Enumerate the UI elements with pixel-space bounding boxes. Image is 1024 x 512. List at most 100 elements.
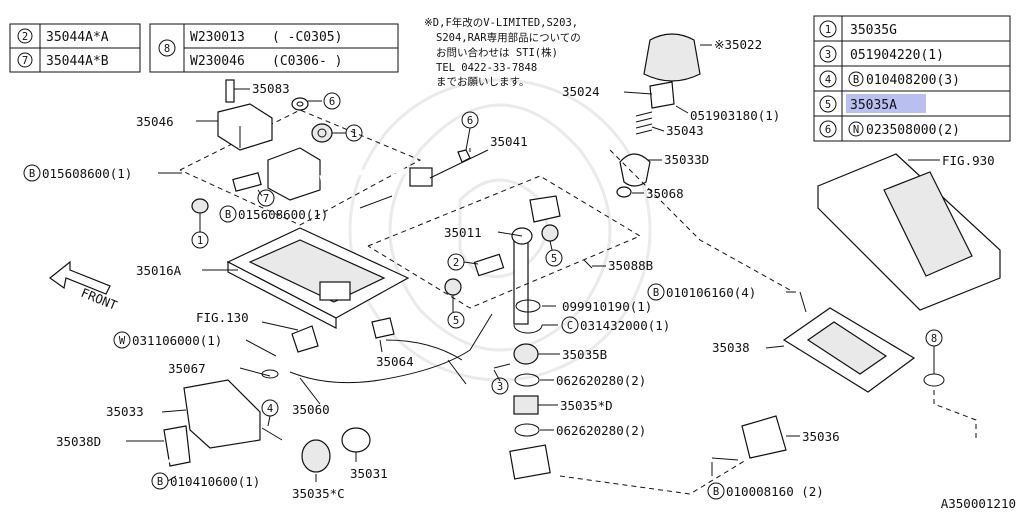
row-key: 5 [825,99,831,111]
row-code: 35035G [850,23,897,38]
circle-prefix-c: C [567,320,573,332]
part-35033D-boot [619,153,651,187]
note-line: お問い合わせは STI(株) [436,46,558,59]
row-range: (C0306- ) [272,54,342,69]
label-callout-1a: 1 [351,128,357,140]
row-code: 35044A*B [46,54,109,69]
table-right-row: 1 35035G [819,20,897,38]
row-key: 2 [22,31,28,43]
dashed-leader-8 [933,390,977,438]
label-35035b: 35035B [562,347,607,362]
part-labels: 35083 35046 6 1 B 015608600(1) 7 B 01560… [23,37,1016,511]
part-35088B-bolt [583,259,593,269]
note-line: ※D,F年改のV-LIMITED,S203, [424,16,578,29]
label-w031106000: 031106000(1) [132,333,222,348]
row-key: 4 [825,74,831,86]
part-washer-6a [291,97,309,111]
circle-prefix-b: B [713,486,719,498]
table-right-row: 5 35035A [819,95,897,113]
part-bolt-B010410600 [103,456,177,492]
label-callout-3: 3 [497,381,503,393]
part-35043-spring [635,111,653,135]
part-bushing-5b [444,278,462,296]
circle-prefix-b: B [157,476,163,488]
label-35024: 35024 [562,84,600,99]
label-35064: 35064 [376,354,414,369]
part-block-35041-housing [267,147,321,201]
label-35016a: 35016A [136,263,182,278]
label-callout-8: 8 [931,333,937,345]
label-35060: 35060 [292,402,330,417]
label-35083: 35083 [252,81,290,96]
table-right: 1 35035G 3 051904220(1) 4 B 010408200(3)… [813,15,1011,142]
diagram-id: A350001210 [941,496,1016,511]
note-line: までお願いします。 [436,76,529,88]
label-35022: ※35022 [714,37,762,52]
label-b010410600: 010410600(1) [170,474,260,489]
label-fig130: FIG.130 [196,310,249,325]
label-callout-1b: 1 [197,235,203,247]
label-35043: 35043 [666,123,704,138]
circle-prefix-b: B [653,287,659,299]
label-b015608600a: 015608600(1) [42,166,132,181]
label-062620280a: 062620280(2) [556,373,646,388]
part-35033-bracket [163,379,261,467]
label-35035c: 35035*C [292,486,345,501]
circle-prefix-b: B [225,209,231,221]
part-35068-clip [616,186,632,198]
label-35031: 35031 [350,466,388,481]
part-nut-6b [457,149,471,163]
label-35046: 35046 [136,114,174,129]
leader-lines [126,44,940,482]
highlight-row [846,94,926,113]
part-fig130-connector [291,325,319,353]
label-fig930: FIG.930 [942,153,995,168]
label-callout-6a: 6 [329,96,335,108]
label-062620280b: 062620280(2) [556,423,646,438]
dashed-leader-lower-right [559,149,791,495]
label-b015608600b: 015608600(1) [238,207,328,222]
row-code: 35044A*A [46,30,109,45]
label-callout-6b: 6 [467,115,473,127]
row-code: 023508000(2) [866,123,960,138]
row-key: 1 [825,24,831,36]
circle-prefix: N [853,124,859,136]
table-right-row: 3 051904220(1) [819,45,944,63]
note-line: S204,RAR専用部品についての [436,31,581,44]
row-code: 051904220(1) [850,48,944,63]
part-bolt-B015608600a [181,159,223,173]
part-bolt-B010008160 [711,457,739,461]
part-35011-lever [511,143,568,325]
label-35011: 35011 [444,225,482,240]
part-35038-boot-base [782,307,916,393]
label-35038d: 35038D [56,434,101,449]
part-35031-link [338,427,562,480]
row-code: W230013 [190,30,245,45]
circle-prefix-b: B [29,168,35,180]
part-bushing-1a [311,123,333,143]
part-35036-bracket [741,415,787,459]
watermark-emblem [348,78,652,382]
label-35041: 35041 [490,134,528,149]
label-c031432000: 031432000(1) [580,318,670,333]
part-bolt-B015608600b [359,195,393,209]
part-35046-bracket [217,103,273,151]
row-key: 7 [22,55,28,67]
part-bolt-4 [261,427,283,441]
note-line: TEL 0422-33-7848 [436,62,537,74]
part-fig930-console [817,153,1001,311]
dashed-box-upper-left [179,109,422,226]
table-right-row: 6 N 023508000(2) [819,120,960,138]
part-sleeve-2 [473,253,505,277]
label-35033d: 35033D [664,152,709,167]
part-35060-cable [289,313,493,385]
label-b010106160: 010106160(4) [666,285,756,300]
part-35064-bracket [371,317,463,361]
front-arrow-icon [49,260,111,295]
table-key: 8 [164,43,170,55]
circle-prefix: B [853,74,859,86]
row-code: 010408200(3) [866,73,960,88]
part-35022-knob [643,33,701,82]
